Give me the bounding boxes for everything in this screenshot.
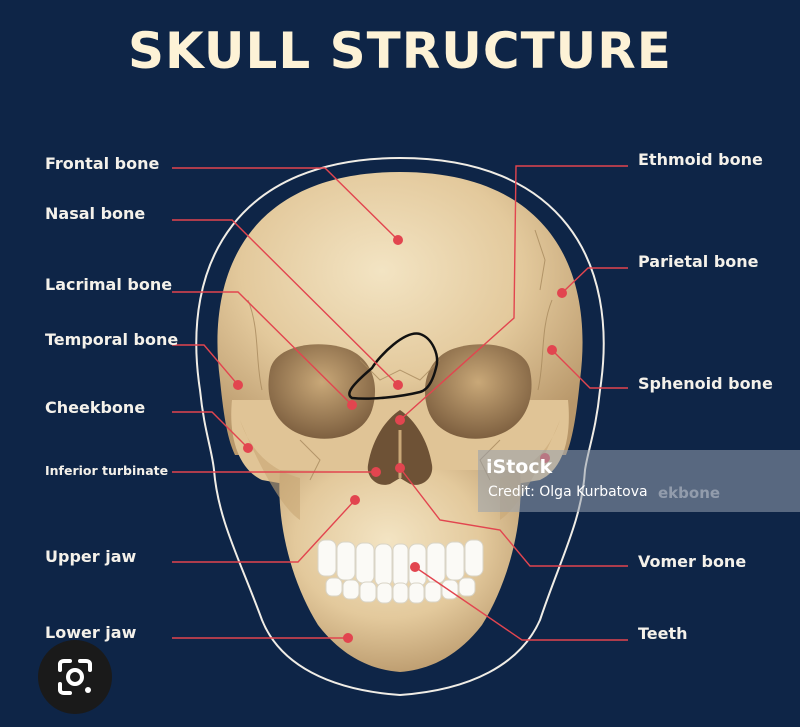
- pointer-dots: [233, 235, 567, 643]
- istock-watermark: iStock ekbone Credit: Olga Kurbatova: [478, 450, 800, 512]
- skull-outline: [195, 156, 605, 697]
- google-lens-icon: [58, 659, 92, 695]
- label-inferior-turbinate: Inferior turbinate: [45, 463, 169, 478]
- watermark-ghost-label: ekbone: [658, 484, 721, 502]
- leader-lines: [172, 165, 628, 641]
- label-temporal-bone: Temporal bone: [45, 330, 179, 349]
- label-teeth: Teeth: [638, 624, 688, 643]
- hand-drawn-triangle: [348, 332, 439, 400]
- google-lens-button[interactable]: [38, 640, 112, 714]
- teeth-row: [317, 539, 484, 604]
- label-nasal-bone: Nasal bone: [45, 204, 146, 223]
- label-cheekbone: Cheekbone: [45, 398, 146, 417]
- watermark-brand: iStock: [486, 456, 553, 478]
- label-sphenoid-bone: Sphenoid bone: [638, 374, 773, 393]
- watermark-credit: Credit: Olga Kurbatova: [488, 484, 648, 500]
- label-frontal-bone: Frontal bone: [45, 154, 160, 173]
- label-lower-jaw: Lower jaw: [45, 623, 137, 642]
- label-ethmoid-bone: Ethmoid bone: [638, 150, 763, 169]
- page-title: SKULL STRUCTURE: [128, 22, 672, 80]
- right-eye-socket: [424, 344, 532, 439]
- label-vomer-bone: Vomer bone: [638, 552, 747, 571]
- label-lacrimal-bone: Lacrimal bone: [45, 275, 173, 294]
- left-eye-socket: [268, 344, 376, 439]
- label-parietal-bone: Parietal bone: [638, 252, 759, 271]
- label-upper-jaw: Upper jaw: [45, 547, 137, 566]
